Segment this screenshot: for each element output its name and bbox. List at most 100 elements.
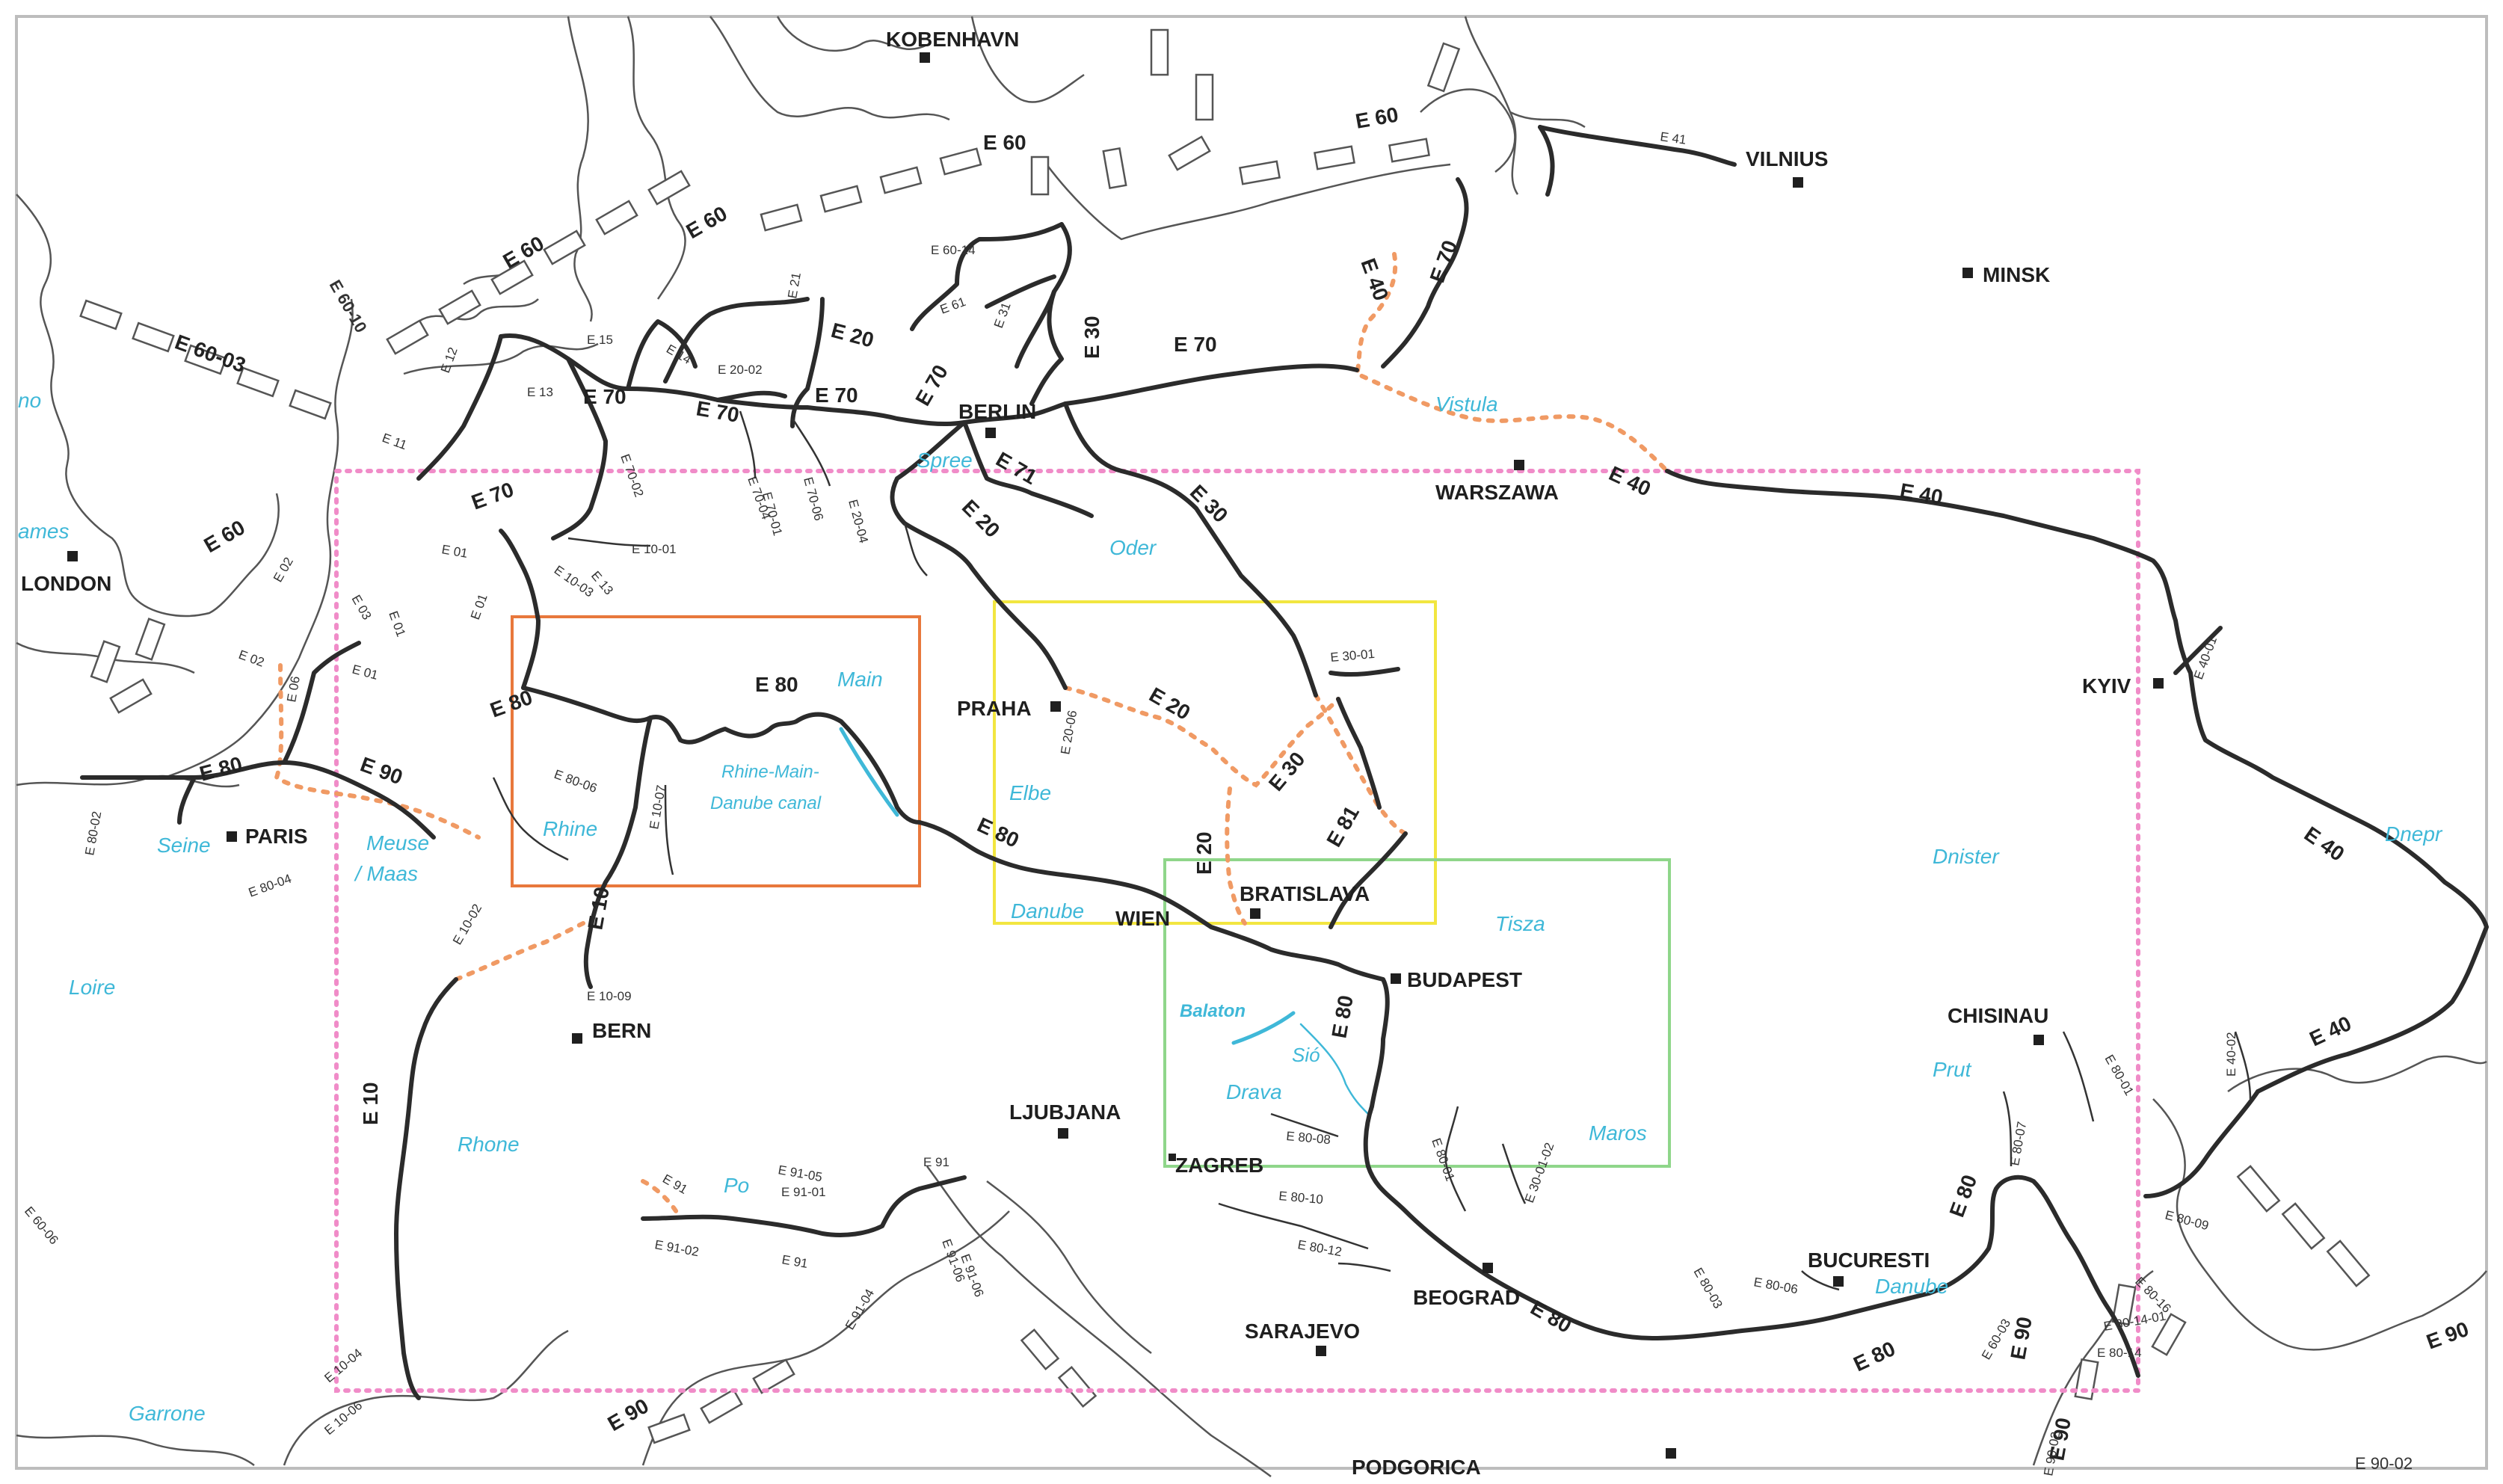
route-label-minor: E 02 xyxy=(237,647,266,670)
city-marker xyxy=(1316,1346,1326,1356)
river-label: Oder xyxy=(1109,536,1157,559)
route-label: E 40 xyxy=(2300,822,2349,866)
route-label: E 90 xyxy=(2423,1317,2472,1354)
river-label: Elbe xyxy=(1009,781,1051,804)
route-label-minor: E 20-04 xyxy=(846,498,871,544)
route-label: E 60-10 xyxy=(326,277,371,336)
route-label-minor: E 01 xyxy=(440,542,469,561)
route-label-minor: E 80-02 xyxy=(82,810,104,857)
river-label: Spree xyxy=(917,449,973,472)
city-marker xyxy=(1833,1276,1844,1287)
route-label-minor: E 80-03 xyxy=(1691,1266,1725,1311)
city-label-paris: PARIS xyxy=(245,825,308,848)
route-label-minor: E 30-01-02 xyxy=(1522,1141,1557,1205)
route-label-minor: E 14 xyxy=(664,342,694,367)
route-label-minor: E 15 xyxy=(587,333,613,347)
city-marker xyxy=(1391,973,1401,984)
route-label-minor: E 12 xyxy=(438,345,461,375)
route-label-minor: E 80-10 xyxy=(1278,1189,1324,1207)
route-label-minor: E 91 xyxy=(923,1155,949,1169)
rhine-main-danube-canal-line xyxy=(839,727,899,817)
route-label-minor: E 80-01 xyxy=(2102,1053,2137,1098)
city-marker xyxy=(1050,701,1061,712)
route-label-minor: E 80-06 xyxy=(552,767,599,795)
river-label: Tisza xyxy=(1495,912,1545,935)
route-label: E 90 xyxy=(2006,1315,2036,1361)
route-label-minor: E 80-01 xyxy=(1429,1136,1457,1183)
route-label-minor: E 91 xyxy=(660,1172,690,1197)
city-marker xyxy=(985,428,996,438)
route-label: E 80 xyxy=(1945,1172,1982,1220)
river-label: Sió xyxy=(1292,1044,1320,1066)
city-label-bern: BERN xyxy=(592,1019,651,1042)
route-label: E 80 xyxy=(755,673,798,696)
route-label: E 60 xyxy=(683,202,731,244)
city-marker xyxy=(1058,1128,1068,1139)
route-label: E 80 xyxy=(1527,1296,1575,1337)
city-marker xyxy=(1483,1263,1493,1273)
route-label-minor: E 10-01 xyxy=(632,542,677,556)
city-marker xyxy=(1514,460,1524,470)
route-label-minor: E 01 xyxy=(386,609,408,638)
river-label: Dnepr xyxy=(2385,822,2443,846)
route-label: E 70 xyxy=(583,385,626,408)
route-label: E 60 xyxy=(200,516,249,558)
route-label: E 80 xyxy=(1850,1337,1898,1376)
route-label-minor: E 10-04 xyxy=(321,1346,365,1385)
route-label: E 30 xyxy=(1080,315,1103,359)
river-label: Seine xyxy=(157,834,211,857)
route-label: E 20 xyxy=(1145,683,1194,724)
city-marker xyxy=(1169,1154,1176,1161)
route-label-minor: E 91-04 xyxy=(843,1287,877,1332)
route-label: E 20 xyxy=(958,495,1005,542)
city-label-ljubjana: LJUBJANA xyxy=(1009,1100,1121,1124)
route-label: E 90 xyxy=(357,753,406,789)
city-label-kobenhavn: KOBENHAVN xyxy=(886,28,1019,51)
route-label: E 60 xyxy=(1354,102,1400,133)
coastlines xyxy=(16,16,2487,1478)
route-label-minor: E 21 xyxy=(785,271,804,300)
route-label-minor: E 70-02 xyxy=(618,452,646,499)
route-label: E 70 xyxy=(911,361,952,410)
route-label-minor: E 90-02 xyxy=(2355,1454,2413,1473)
route-label: E 81 xyxy=(1322,802,1364,851)
route-label: E 10 xyxy=(359,1082,382,1125)
route-label: E 80 xyxy=(973,813,1022,852)
city-label-berlin: BERLIN xyxy=(958,400,1036,423)
planned-links xyxy=(274,252,1669,1221)
city-label-chisinau: CHISINAU xyxy=(1948,1004,2048,1027)
city-marker xyxy=(2153,678,2164,689)
minor-branches xyxy=(492,410,2252,1291)
focus-box-danube-tisza xyxy=(1163,858,1671,1168)
city-marker xyxy=(920,52,930,63)
river-label: ames xyxy=(18,520,69,543)
route-label-minor: E 91-01 xyxy=(781,1185,826,1199)
route-label: E 70 xyxy=(1174,333,1217,356)
river-label: Maros xyxy=(1589,1121,1647,1145)
river-label: Po xyxy=(724,1174,749,1197)
river-label: Rhine xyxy=(543,817,597,840)
city-labels: KOBENHAVN VILNIUS MINSK BERLIN WARSZAWA … xyxy=(21,28,2131,1479)
river-label: Danube xyxy=(1011,899,1084,923)
river-label: Prut xyxy=(1933,1058,1972,1081)
river-label: Drava xyxy=(1226,1080,1282,1103)
focus-box-elbe-oder xyxy=(993,600,1437,925)
city-label-sarajevo: SARAJEVO xyxy=(1245,1320,1360,1343)
city-marker xyxy=(67,551,78,561)
route-label-minor: E 60-14 xyxy=(931,243,976,257)
river-label: Balaton xyxy=(1180,1001,1246,1021)
route-label: E 20 xyxy=(1192,831,1216,875)
river-label: Loire xyxy=(69,976,115,999)
route-label: E 40 xyxy=(1605,461,1654,500)
city-label-praha: PRAHA xyxy=(957,697,1032,720)
city-marker xyxy=(572,1033,582,1044)
river-label: Danube xyxy=(1875,1275,1948,1298)
route-label-minor: E 91 xyxy=(781,1252,809,1271)
route-label-minor: E 80-09 xyxy=(2164,1208,2210,1234)
route-label-minor: E 80-04 xyxy=(247,872,293,900)
route-label-minor: E 20-02 xyxy=(718,363,763,377)
study-area-boundary xyxy=(334,469,2140,1393)
river-label: Garrone xyxy=(129,1402,206,1425)
route-label-minor: E 80-06 xyxy=(1752,1275,1799,1296)
